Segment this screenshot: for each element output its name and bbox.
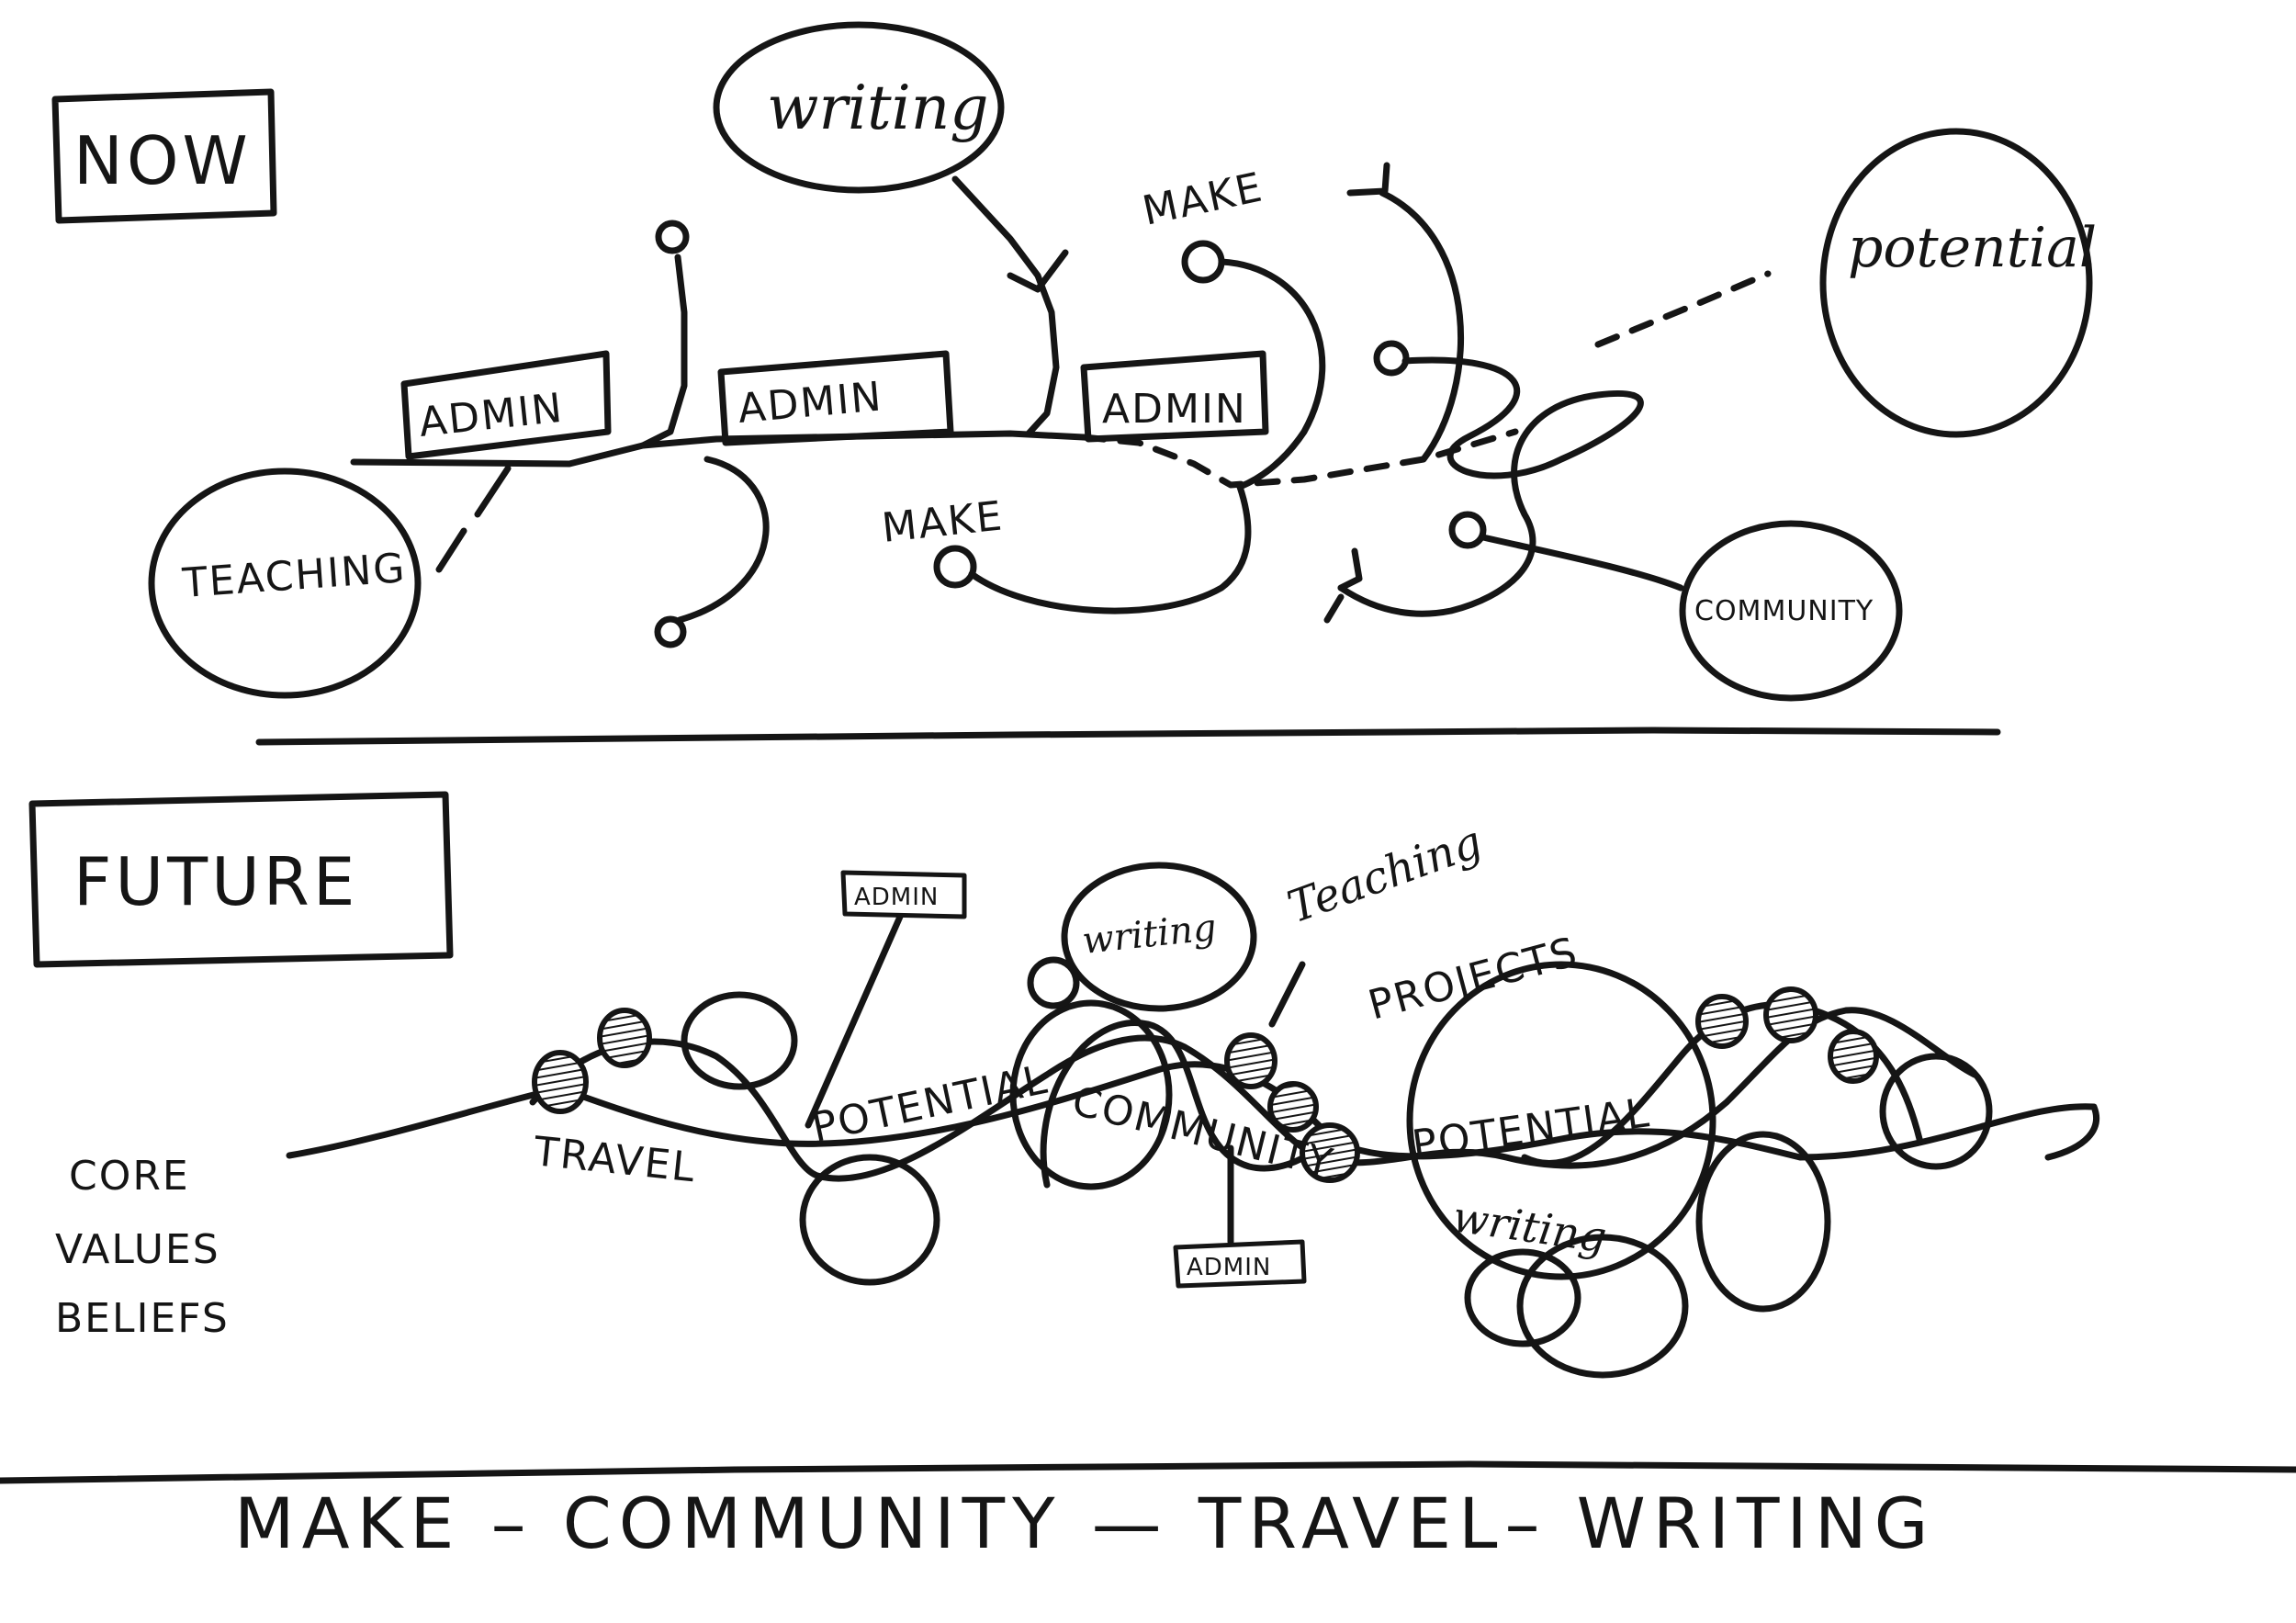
future-admin-bottom-label: ADMIN (1187, 1254, 1271, 1281)
future-travel-label: TRAVEL (531, 1128, 699, 1191)
future-circle-1 (681, 991, 798, 1090)
potential-node-label: potential (1848, 216, 2097, 280)
future-section: FUTURE CORE VALUES BELIEFS (0, 791, 2296, 1484)
admin-box-1: ADMIN (400, 350, 612, 460)
future-circle-5 (1695, 1131, 1831, 1313)
hatched-node-1 (532, 1050, 589, 1114)
hatched-node-2 (597, 1008, 652, 1068)
future-circle-7 (1464, 1248, 1581, 1347)
teaching-connector-2 (435, 527, 467, 573)
make-mid-curve (968, 483, 1252, 614)
teaching-node: TEACHING (148, 468, 422, 699)
now-section: NOW writing ADMIN ADMIN ADMIN (51, 21, 2097, 746)
future-circle-3 (1009, 999, 1173, 1190)
hatched-node-3 (1224, 1032, 1277, 1089)
admin-box-2: ADMIN (717, 350, 954, 446)
core-values-label: CORE VALUES BELIEFS (55, 1153, 230, 1342)
now-right-hook-bottom (1337, 547, 1363, 592)
now-right-tail-bottom (1323, 593, 1345, 624)
now-right-loop (1337, 356, 1644, 617)
community-node-label: COMMUNITY (1694, 595, 1874, 627)
now-stem-up-1 (639, 254, 688, 449)
future-teaching-label: Teaching (1281, 816, 1489, 933)
wave-line-2 (1040, 1020, 1345, 1189)
future-circle-2 (799, 1154, 940, 1286)
now-node-dot-1 (655, 220, 690, 254)
future-potential-1-label: POTENTIAL (808, 1056, 1052, 1152)
hatched-node-7 (1763, 986, 1818, 1043)
make-top-dot (1181, 240, 1225, 284)
future-admin-top-stem (805, 913, 904, 1129)
future-writing-top-label: writing (1080, 907, 1218, 963)
future-projects-label: PROJECTS (1364, 929, 1583, 1030)
now-dashed-potential (1594, 270, 1772, 348)
future-admin-bottom: ADMIN (1173, 1239, 1307, 1289)
now-future-divider (255, 727, 2001, 746)
admin-box-3-label: ADMIN (1102, 386, 1247, 433)
core-label-line-3: BELIEFS (55, 1295, 230, 1342)
make-top-label: MAKE (1139, 163, 1267, 234)
community-node: COMMUNITY (1679, 520, 1903, 702)
future-teaching-stem (1268, 961, 1306, 1028)
now-right-curve-top (1379, 189, 1464, 463)
now-right-dot-1 (1373, 340, 1410, 377)
wave-line-1 (529, 1007, 1978, 1182)
community-connector (1480, 534, 1684, 592)
admin-box-2-label: ADMIN (737, 373, 885, 433)
hatched-node-4 (1267, 1081, 1319, 1133)
future-admin-top: ADMIN (840, 870, 967, 919)
footer-divider (0, 1460, 2296, 1484)
now-heading: NOW (51, 88, 277, 224)
future-circle-8 (1879, 1053, 1993, 1170)
now-right-dot-2 (1448, 511, 1487, 549)
future-circle-writing (1061, 862, 1257, 1012)
future-heading: FUTURE (28, 791, 454, 968)
core-label-line-1: CORE (69, 1153, 190, 1200)
future-circle-small (1027, 956, 1080, 1009)
footer: MAKE – COMMUNITY — TRAVEL– WRITING (234, 1482, 1936, 1564)
make-mid-dot (933, 545, 977, 589)
now-heading-text: NOW (73, 122, 252, 199)
now-node-dot-2 (654, 615, 687, 648)
future-heading-text: FUTURE (73, 843, 358, 920)
writing-node-label: writing (767, 73, 989, 143)
writing-connector (951, 175, 1060, 437)
writing-node: writing (713, 21, 1005, 194)
potential-node: potential (1819, 128, 2097, 438)
teaching-connector (474, 465, 512, 518)
hatched-node-6 (1695, 994, 1749, 1049)
now-main-timeline (350, 430, 1087, 468)
future-circle-potential (1406, 961, 1716, 1280)
now-right-hook-top (1346, 162, 1390, 197)
admin-box-3: ADMIN (1080, 350, 1269, 443)
hatched-node-8 (1828, 1029, 1879, 1084)
core-label-line-2: VALUES (55, 1226, 220, 1273)
future-circle-6 (1516, 1234, 1689, 1379)
make-mid-label: MAKE (880, 492, 1006, 552)
hatched-node-5 (1300, 1122, 1360, 1183)
teaching-node-label: TEACHING (180, 545, 408, 607)
future-admin-top-label: ADMIN (854, 884, 939, 911)
writing-tick (1007, 249, 1069, 293)
now-stem-down-1 (676, 456, 770, 624)
footer-summary: MAKE – COMMUNITY — TRAVEL– WRITING (234, 1482, 1936, 1564)
make-top-curve (1218, 258, 1326, 490)
